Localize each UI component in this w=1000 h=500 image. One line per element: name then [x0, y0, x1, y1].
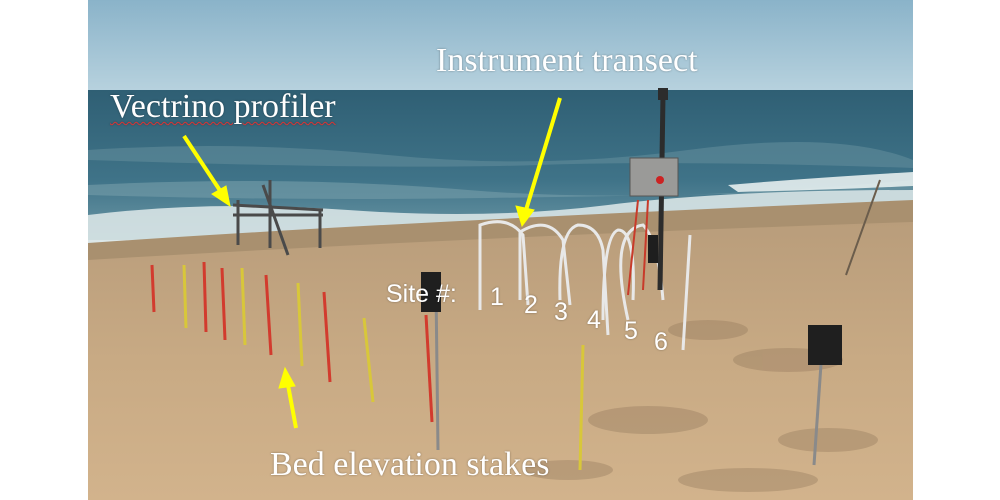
site-6-label: 6	[654, 328, 668, 356]
bed-elevation-stakes-label: Bed elevation stakes	[270, 446, 550, 483]
site-2-label: 2	[524, 291, 538, 319]
wave-band	[88, 142, 913, 168]
site-sign-left	[421, 272, 441, 451]
instrument-mast	[627, 88, 679, 296]
sky	[88, 0, 913, 95]
instrument-transect-label: Instrument transect	[436, 42, 698, 79]
vectrino-arrow	[182, 134, 231, 208]
vectrino-profiler-label: Vectrino profiler	[110, 88, 336, 125]
site-1-label: 1	[490, 283, 504, 311]
vectrino-frame	[232, 180, 324, 256]
beach-photo	[88, 0, 913, 500]
site-5-label: 5	[624, 317, 638, 345]
site-3-label: 3	[554, 298, 568, 326]
transect-tubes	[478, 220, 692, 351]
surf-foam	[728, 172, 913, 192]
bed-elevation-stakes	[150, 261, 585, 471]
transect-arrow	[515, 97, 562, 228]
stakes-arrow	[278, 366, 298, 429]
site-number-label: Site #:	[386, 280, 457, 308]
wet-sand	[88, 200, 913, 262]
stick	[845, 179, 881, 276]
site-4-label: 4	[587, 306, 601, 334]
site-sign-right	[808, 325, 842, 466]
sand-texture	[523, 320, 878, 492]
wave-band	[88, 180, 913, 199]
beach-scene	[88, 0, 913, 500]
sand	[88, 222, 913, 500]
